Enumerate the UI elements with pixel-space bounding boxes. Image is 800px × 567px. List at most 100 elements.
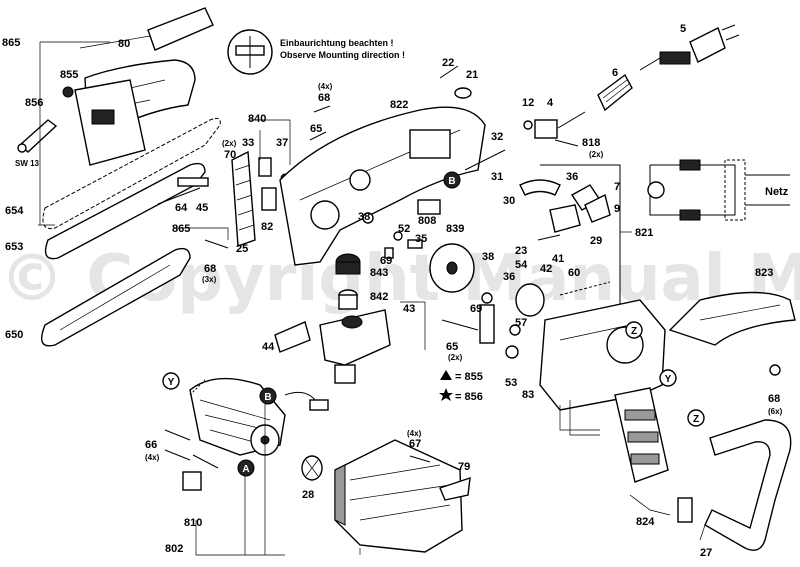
- legend-856: = 856: [455, 391, 483, 403]
- svg-text:865: 865: [172, 223, 190, 235]
- mounting-direction-icon: [227, 29, 273, 75]
- svg-text:38: 38: [482, 251, 494, 263]
- svg-text:B: B: [448, 176, 455, 187]
- part-21: [454, 87, 472, 99]
- part-labels: 865 80 855 856 SW 13 654 653 650 865 64 …: [2, 23, 783, 559]
- connector-b-lower: B: [259, 387, 277, 405]
- connector-z-lower: Z: [687, 409, 705, 427]
- svg-text:856: 856: [25, 97, 43, 109]
- svg-text:31: 31: [491, 171, 503, 183]
- svg-text:808: 808: [418, 215, 436, 227]
- svg-text:80: 80: [118, 38, 130, 50]
- triangle-icon: [440, 370, 452, 380]
- mounting-note-de: Einbaurichtung beachten !: [280, 38, 394, 48]
- svg-text:25: 25: [236, 243, 248, 255]
- wiring-schematic: [647, 159, 790, 221]
- svg-text:45: 45: [196, 202, 208, 214]
- part-808: [417, 199, 441, 215]
- svg-text:7: 7: [614, 181, 620, 193]
- terminal: [309, 399, 329, 411]
- label-79: [439, 476, 471, 501]
- part-33: [258, 157, 272, 177]
- svg-text:842: 842: [370, 291, 388, 303]
- svg-text:65: 65: [446, 341, 458, 353]
- part-44: [274, 321, 311, 353]
- connector-a-lower: A: [237, 459, 255, 477]
- hand-guard-823: [668, 291, 796, 376]
- connector-y-left: Y: [162, 372, 180, 390]
- oil-tank-cap-843: [335, 253, 361, 275]
- screw-31: [464, 149, 506, 171]
- svg-text:36: 36: [566, 171, 578, 183]
- brush-810: [182, 471, 202, 491]
- screw-818: [554, 139, 579, 147]
- svg-text:35: 35: [415, 233, 427, 245]
- svg-text:68: 68: [318, 92, 330, 104]
- worm-wheel-839: [429, 243, 475, 293]
- svg-text:4: 4: [547, 97, 554, 109]
- svg-text:65: 65: [310, 123, 322, 135]
- part-45: [177, 177, 209, 187]
- svg-text:(3x): (3x): [202, 275, 217, 284]
- motor-housing: [334, 439, 463, 553]
- part-35: [407, 239, 423, 249]
- svg-text:Y: Y: [168, 377, 175, 388]
- svg-text:69: 69: [380, 255, 392, 267]
- svg-text:Y: Y: [665, 374, 672, 385]
- svg-text:653: 653: [5, 241, 23, 253]
- legend: = 855 = 856: [439, 370, 483, 403]
- svg-text:22: 22: [442, 57, 454, 69]
- schematic-netz-label: Netz: [765, 186, 789, 198]
- svg-text:818: 818: [582, 137, 600, 149]
- svg-text:6: 6: [612, 67, 618, 79]
- connector-y-right: Y: [659, 369, 677, 387]
- sprocket-840: [231, 150, 256, 247]
- svg-text:44: 44: [262, 341, 275, 353]
- cable-12: [557, 111, 586, 129]
- svg-text:802: 802: [165, 543, 183, 555]
- svg-text:54: 54: [515, 259, 528, 271]
- svg-text:821: 821: [635, 227, 653, 239]
- clutch-spring-assembly: [441, 281, 611, 359]
- housing-822: [279, 106, 486, 266]
- front-handle-27: [677, 419, 792, 551]
- nut-855: [62, 86, 74, 98]
- star-icon: [439, 388, 453, 401]
- svg-text:30: 30: [503, 195, 515, 207]
- svg-text:(4x): (4x): [145, 453, 160, 462]
- part-52: [393, 231, 403, 241]
- svg-text:650: 650: [5, 329, 23, 341]
- svg-text:29: 29: [590, 235, 602, 247]
- screw-22: [439, 65, 459, 79]
- svg-text:43: 43: [403, 303, 415, 315]
- svg-text:27: 27: [700, 547, 712, 559]
- svg-text:37: 37: [276, 137, 288, 149]
- brush-holder: [192, 454, 219, 469]
- part-38-upper: [362, 212, 374, 224]
- fan-28: [301, 455, 323, 481]
- cable-grommet-6: [597, 73, 633, 112]
- svg-text:21: 21: [466, 69, 478, 81]
- svg-text:38: 38: [358, 211, 370, 223]
- plug-5: [659, 24, 740, 65]
- svg-text:68: 68: [768, 393, 780, 405]
- svg-text:12: 12: [522, 97, 534, 109]
- svg-text:(2x): (2x): [589, 150, 604, 159]
- svg-text:810: 810: [184, 517, 202, 529]
- svg-text:67: 67: [409, 438, 421, 450]
- part-69-upper: [384, 247, 394, 259]
- saw-chain-654: [42, 117, 221, 230]
- svg-text:9: 9: [614, 203, 620, 215]
- svg-text:41: 41: [552, 253, 564, 265]
- screws-67: [409, 455, 431, 463]
- svg-text:823: 823: [755, 267, 773, 279]
- svg-text:(4x): (4x): [318, 82, 333, 91]
- legend-855: = 855: [455, 371, 483, 383]
- connector-z-upper: Z: [625, 321, 643, 339]
- svg-text:66: 66: [145, 439, 157, 451]
- svg-text:5: 5: [680, 23, 686, 35]
- svg-text:60: 60: [568, 267, 580, 279]
- svg-text:840: 840: [248, 113, 266, 125]
- svg-text:SW 13: SW 13: [15, 159, 40, 168]
- svg-text:82: 82: [261, 221, 273, 233]
